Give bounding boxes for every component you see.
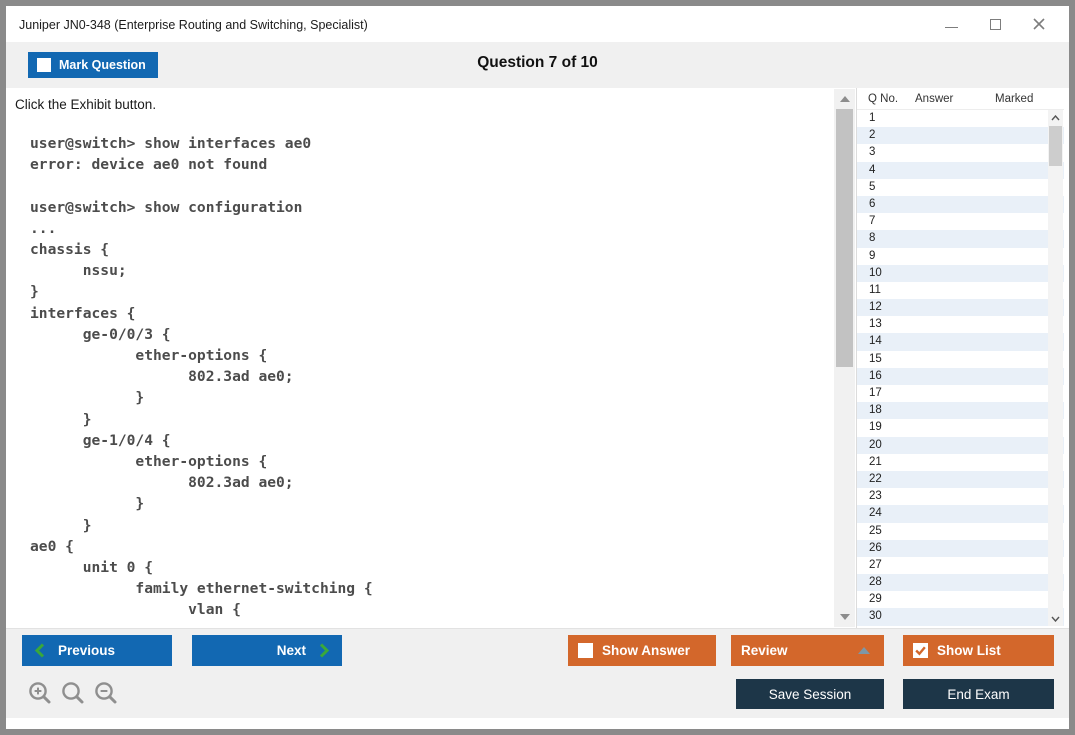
qlist-row[interactable]: 14 — [857, 333, 1064, 351]
titlebar: Juniper JN0-348 (Enterprise Routing and … — [6, 6, 1069, 42]
show-list-button[interactable]: Show List — [903, 635, 1054, 666]
scroll-up-icon — [839, 96, 850, 102]
qlist-row[interactable]: 27 — [869, 558, 882, 571]
list-scrollbar-thumb[interactable] — [1049, 126, 1062, 166]
main-area: Click the Exhibit button. user@switch> s… — [6, 88, 1069, 628]
qlist-row[interactable]: 21 — [869, 455, 882, 468]
question-prompt: Click the Exhibit button. — [15, 97, 157, 112]
end-exam-button[interactable]: End Exam — [903, 679, 1054, 709]
qlist-row[interactable]: 28 — [857, 574, 1064, 592]
magnifier-icon — [61, 681, 83, 703]
minimize-button[interactable] — [929, 8, 973, 40]
scroll-down-icon — [839, 614, 850, 620]
next-label: Next — [276, 643, 306, 658]
window-title: Juniper JN0-348 (Enterprise Routing and … — [19, 18, 368, 32]
chevron-left-icon — [35, 643, 45, 658]
caret-up-icon — [858, 647, 870, 654]
zoom-out-icon — [94, 681, 116, 703]
review-button[interactable]: Review — [731, 635, 884, 666]
review-label: Review — [741, 643, 788, 658]
qlist-row[interactable]: 30 — [857, 608, 1064, 626]
chevron-right-icon — [319, 643, 329, 658]
footer: Previous Next Show Answer Review — [6, 628, 1069, 718]
exhibit-code: user@switch> show interfaces ae0 error: … — [30, 135, 373, 619]
save-session-label: Save Session — [768, 686, 852, 702]
zoom-reset-button[interactable] — [59, 679, 87, 707]
list-scroll-down-button[interactable] — [1048, 611, 1063, 626]
qlist-row[interactable]: 19 — [869, 421, 882, 434]
check-icon — [915, 646, 926, 656]
qlist-row[interactable]: 18 — [857, 402, 1064, 420]
qlist-row[interactable]: 29 — [869, 593, 882, 606]
chevron-down-icon — [1051, 616, 1060, 622]
show-list-label: Show List — [937, 643, 1001, 658]
zoom-toolbar — [26, 679, 120, 707]
column-answer: Answer — [915, 92, 954, 105]
qlist-row[interactable]: 2 — [857, 127, 1064, 145]
question-list-scrollbar[interactable] — [1048, 110, 1063, 626]
qlist-row[interactable]: 13 — [869, 318, 882, 331]
previous-button[interactable]: Previous — [22, 635, 172, 666]
qlist-row[interactable]: 26 — [857, 539, 1064, 557]
qlist-row[interactable]: 9 — [869, 249, 876, 262]
column-marked: Marked — [995, 92, 1034, 105]
zoom-out-button[interactable] — [92, 679, 120, 707]
qlist-row[interactable]: 11 — [869, 283, 881, 296]
window-controls — [929, 8, 1061, 40]
show-answer-label: Show Answer — [602, 643, 691, 658]
qlist-row[interactable]: 23 — [869, 490, 882, 503]
qlist-row[interactable]: 10 — [857, 264, 1064, 282]
show-answer-button[interactable]: Show Answer — [568, 635, 716, 666]
mark-question-label: Mark Question — [59, 58, 146, 72]
qlist-row[interactable]: 16 — [857, 367, 1064, 385]
close-icon — [1033, 18, 1045, 30]
save-session-button[interactable]: Save Session — [736, 679, 884, 709]
qlist-row[interactable]: 8 — [857, 230, 1064, 248]
qlist-row[interactable]: 7 — [869, 215, 876, 228]
next-button[interactable]: Next — [192, 635, 342, 666]
qlist-row[interactable]: 6 — [857, 195, 1064, 214]
mark-question-checkbox[interactable] — [37, 58, 51, 72]
question-counter: Question 7 of 10 — [477, 54, 598, 71]
zoom-in-button[interactable] — [26, 679, 54, 707]
qlist-row[interactable]: 24 — [857, 505, 1064, 523]
close-button[interactable] — [1017, 8, 1061, 40]
content-scrollbar-thumb[interactable] — [836, 109, 853, 367]
qlist-row[interactable]: 15 — [869, 352, 882, 365]
list-scroll-up-button[interactable] — [1048, 110, 1063, 125]
maximize-icon — [989, 18, 1001, 30]
mark-question-button[interactable]: Mark Question — [28, 52, 158, 78]
qlist-row[interactable]: 20 — [857, 436, 1064, 454]
zoom-in-icon — [28, 681, 50, 703]
chevron-up-icon — [1051, 114, 1060, 120]
bottom-margin — [6, 718, 1069, 729]
content-scrollbar[interactable] — [834, 89, 855, 627]
qlist-row[interactable]: 1 — [869, 112, 876, 124]
maximize-button[interactable] — [973, 8, 1017, 40]
qlist-row[interactable]: 5 — [869, 180, 876, 193]
question-list-header: Q No. Answer Marked — [857, 88, 1064, 110]
minimize-icon — [944, 26, 958, 28]
scroll-up-button[interactable] — [834, 91, 855, 107]
qlist-row[interactable]: 4 — [857, 161, 1064, 179]
qlist-row[interactable]: 17 — [869, 387, 882, 399]
show-answer-checkbox[interactable] — [578, 643, 593, 658]
show-list-checkbox[interactable] — [913, 643, 928, 658]
scroll-down-button[interactable] — [834, 609, 855, 625]
qlist-row[interactable]: 12 — [857, 299, 1064, 317]
qlist-row[interactable]: 3 — [869, 146, 876, 159]
header-band: Mark Question Question 7 of 10 — [6, 42, 1069, 88]
qlist-row[interactable]: 22 — [857, 470, 1064, 489]
previous-label: Previous — [58, 643, 116, 658]
qlist-row[interactable]: 25 — [869, 524, 882, 537]
end-exam-label: End Exam — [947, 686, 1010, 702]
column-q-no: Q No. — [868, 92, 899, 105]
